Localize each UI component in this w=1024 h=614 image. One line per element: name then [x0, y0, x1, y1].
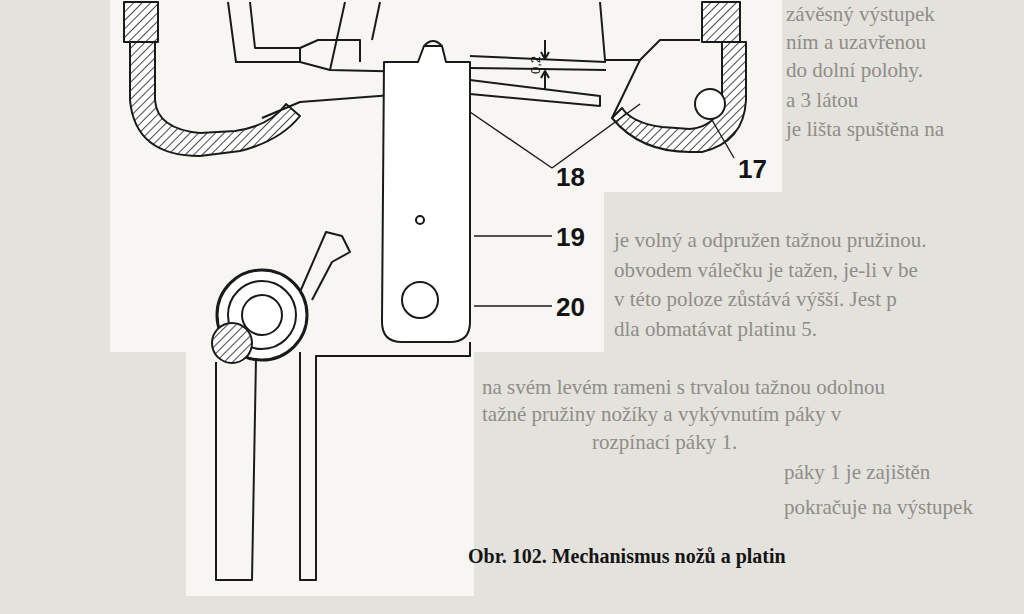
figure-caption: Obr. 102. Mechanismus nožů a platin [468, 545, 786, 568]
page-text: v této poloze zůstává výšší. Jest p [614, 287, 897, 312]
callout-number: 17 [736, 154, 769, 185]
page-text: tažné pružiny nožíky a vykývnutím páky v [482, 402, 841, 427]
callout-number: 20 [554, 292, 587, 323]
page-text: páky 1 je zajištěn [784, 460, 930, 485]
page-text: je volný a odpružen tažnou pružinou. [614, 228, 927, 253]
page-text: ním a uzavřenou [786, 30, 926, 55]
callout-number: 19 [554, 222, 587, 253]
dimension-label: 0,2 [528, 56, 543, 74]
page-text: na svém levém rameni s trvalou tažnou od… [482, 375, 885, 400]
page-text: pokračuje na výstupek [784, 495, 973, 520]
page-text: a 3 látou [786, 88, 858, 113]
page-text: je lišta spuštěna na [786, 117, 944, 142]
page-text: obvodem válečku je tažen, je-li v be [614, 258, 918, 283]
callout-number: 18 [554, 162, 587, 193]
page-text: dla obmatávat platinu 5. [614, 317, 817, 342]
page-text: do dolní polohy. [786, 58, 923, 83]
page-text: závěsný výstupek [786, 2, 935, 27]
page-text: rozpínací páky 1. [592, 430, 737, 455]
